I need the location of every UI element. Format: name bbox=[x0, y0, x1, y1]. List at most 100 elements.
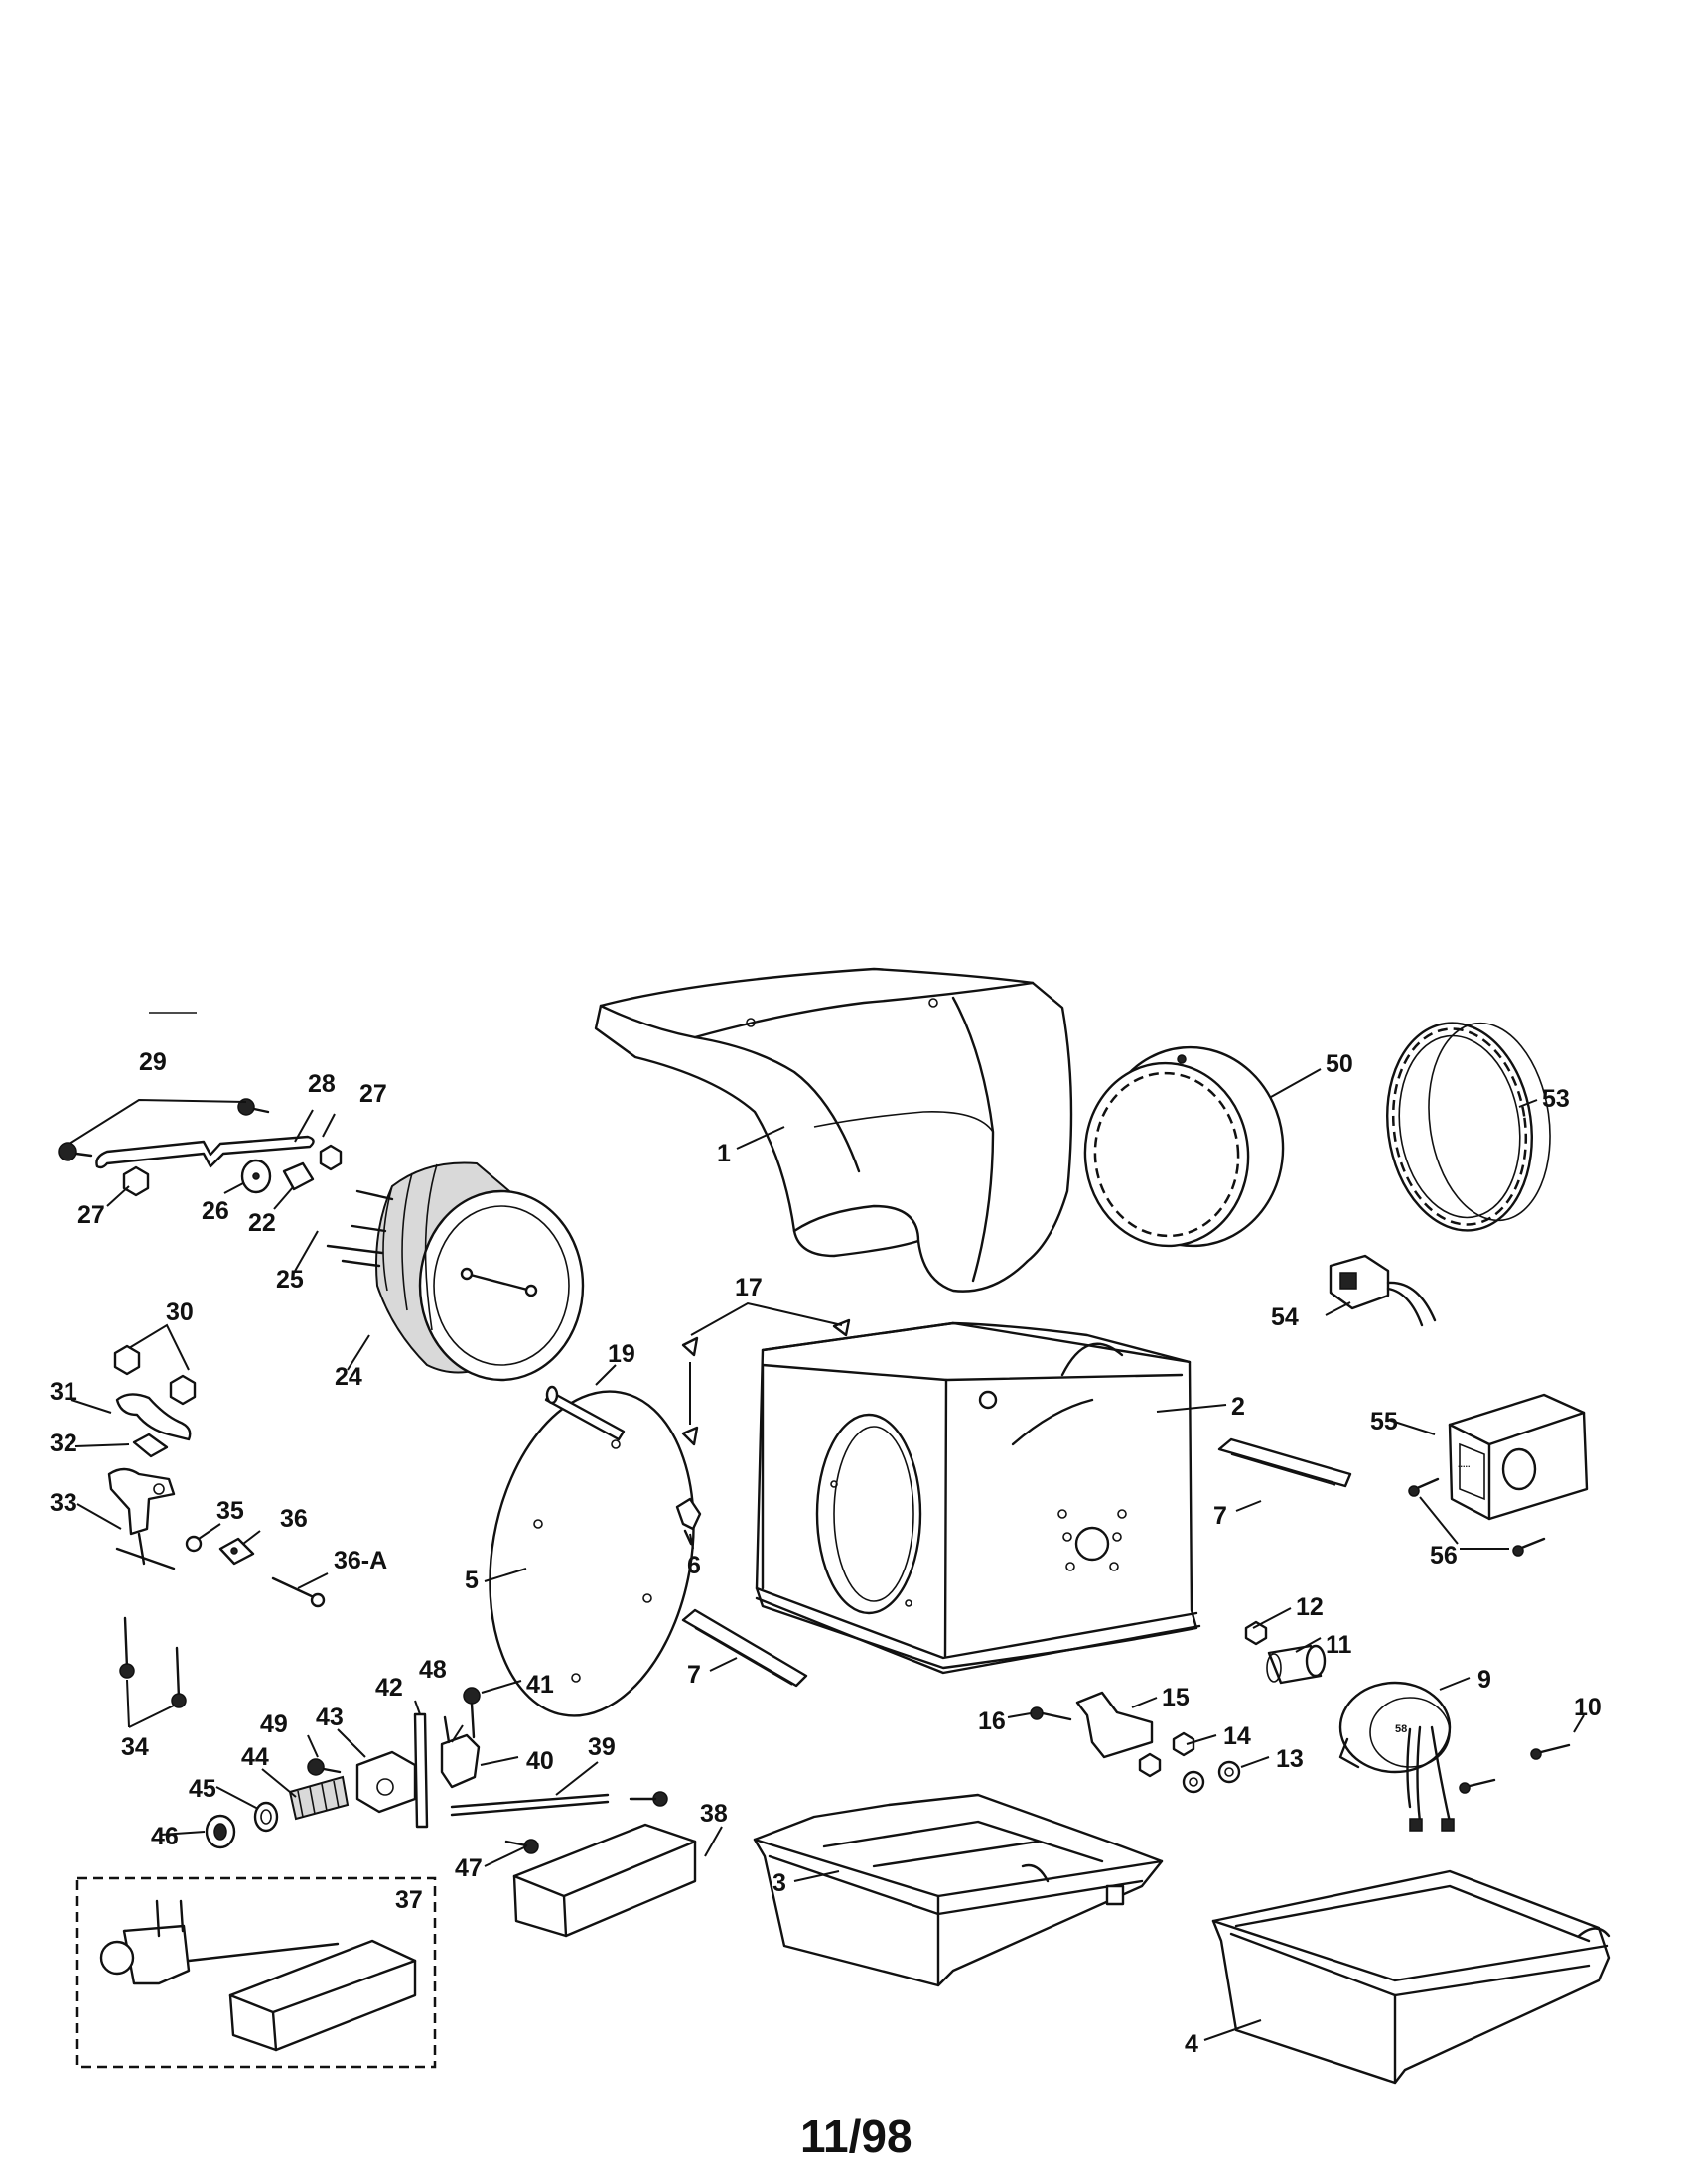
callout-50: 50 bbox=[1326, 1050, 1353, 1078]
callout-labels: 1 2 3 4 5 6 7 7 9 10 11 12 13 14 15 16 1… bbox=[50, 1048, 1602, 2058]
part-47-screw bbox=[504, 1839, 539, 1854]
callout-29: 29 bbox=[139, 1048, 167, 1076]
part-39-rod bbox=[450, 1791, 668, 1817]
callout-14: 14 bbox=[1223, 1722, 1251, 1750]
part-13-grommets bbox=[1182, 1760, 1241, 1794]
part-46-nut bbox=[205, 1814, 236, 1849]
callout-55: 55 bbox=[1370, 1408, 1398, 1435]
part-17-clips bbox=[681, 1318, 851, 1446]
callout-42: 42 bbox=[375, 1674, 403, 1702]
part-45-ring bbox=[253, 1801, 279, 1833]
part-29-screws bbox=[58, 1098, 270, 1161]
callout-13: 13 bbox=[1276, 1745, 1304, 1773]
callout-11: 11 bbox=[1326, 1631, 1352, 1659]
part-22-clip bbox=[282, 1161, 315, 1191]
callout-46: 46 bbox=[151, 1823, 179, 1850]
part-14-nuts bbox=[1138, 1731, 1195, 1778]
part-33-valve-assembly bbox=[107, 1467, 176, 1570]
part-11-capacitor bbox=[1266, 1644, 1327, 1685]
callout-53: 53 bbox=[1542, 1085, 1570, 1113]
part-36-block bbox=[218, 1537, 255, 1566]
part-40-bracket bbox=[440, 1733, 481, 1789]
callout-6: 6 bbox=[687, 1552, 701, 1579]
part-7-rail-right bbox=[1217, 1437, 1352, 1488]
callout-56: 56 bbox=[1430, 1542, 1458, 1570]
callout-1: 1 bbox=[717, 1140, 731, 1167]
date-code: 11/98 bbox=[800, 2111, 912, 2162]
part-27-nuts bbox=[122, 1144, 343, 1197]
callout-38: 38 bbox=[700, 1800, 728, 1828]
callout-25: 25 bbox=[276, 1266, 304, 1294]
leader-lines bbox=[69, 1068, 1585, 2041]
callout-2: 2 bbox=[1231, 1393, 1245, 1421]
part-16-screw bbox=[1030, 1706, 1072, 1721]
part-32-plate bbox=[132, 1433, 169, 1458]
callout-12: 12 bbox=[1296, 1593, 1324, 1621]
part-3-base-pan bbox=[753, 1793, 1164, 1987]
callout-7-right: 7 bbox=[1213, 1502, 1227, 1530]
part-38-insulation-block bbox=[512, 1823, 697, 1938]
callout-22: 22 bbox=[248, 1209, 276, 1237]
part-15-bracket bbox=[1075, 1691, 1154, 1759]
part-48-pin bbox=[443, 1715, 451, 1744]
part-30-nuts bbox=[113, 1344, 197, 1406]
callout-10: 10 bbox=[1574, 1694, 1602, 1721]
callout-31: 31 bbox=[50, 1378, 77, 1406]
callout-48: 48 bbox=[419, 1656, 447, 1684]
callout-28: 28 bbox=[308, 1070, 336, 1098]
callout-45: 45 bbox=[189, 1775, 216, 1803]
part-6-clip bbox=[675, 1497, 702, 1546]
part-12-nut bbox=[1244, 1620, 1268, 1646]
callout-44: 44 bbox=[241, 1743, 269, 1771]
part-1-top-cover bbox=[594, 967, 1073, 1293]
part-55-control-box: ..... bbox=[1448, 1393, 1589, 1521]
callout-41: 41 bbox=[526, 1671, 554, 1699]
part-53-ring bbox=[1386, 1022, 1551, 1232]
part-4-drain-pan bbox=[1211, 1869, 1611, 2085]
part-50-collar bbox=[1083, 1045, 1285, 1248]
callout-43: 43 bbox=[316, 1704, 344, 1731]
part-56-screws bbox=[1408, 1477, 1546, 1557]
part-26-washer bbox=[240, 1159, 272, 1194]
callout-33: 33 bbox=[50, 1489, 77, 1517]
callout-9: 9 bbox=[1477, 1666, 1491, 1694]
callout-24: 24 bbox=[335, 1363, 362, 1391]
callout-16: 16 bbox=[978, 1707, 1006, 1735]
part-24-blower-wheel bbox=[375, 1161, 585, 1382]
part-43-block bbox=[355, 1750, 417, 1814]
callout-19: 19 bbox=[608, 1340, 635, 1368]
callout-47: 47 bbox=[455, 1854, 483, 1882]
part-54-switch bbox=[1329, 1254, 1437, 1327]
callout-54: 54 bbox=[1271, 1303, 1299, 1331]
part-31-strap bbox=[115, 1393, 192, 1441]
callout-36: 36 bbox=[280, 1505, 308, 1533]
callout-37: 37 bbox=[395, 1886, 423, 1914]
callout-5: 5 bbox=[465, 1567, 479, 1594]
part-49-grommet bbox=[307, 1758, 342, 1776]
callout-26: 26 bbox=[202, 1197, 229, 1225]
svg-text:58: 58 bbox=[1395, 1723, 1407, 1735]
callout-17: 17 bbox=[735, 1274, 763, 1301]
part-10-screws bbox=[1459, 1743, 1571, 1794]
part-5-access-plate bbox=[489, 1390, 695, 1717]
part-9-motor: 58 bbox=[1338, 1681, 1455, 1832]
callout-36a: 36-A bbox=[334, 1547, 387, 1574]
svg-text:.....: ..... bbox=[1458, 1459, 1471, 1469]
callout-27-right: 27 bbox=[359, 1080, 387, 1108]
part-7-rail-left bbox=[681, 1608, 808, 1688]
callout-39: 39 bbox=[588, 1733, 616, 1761]
part-42-shaft bbox=[413, 1712, 429, 1829]
part-25-hub-pins bbox=[326, 1189, 394, 1268]
part-34-bolts bbox=[119, 1616, 187, 1708]
callout-15: 15 bbox=[1162, 1684, 1190, 1711]
part-28-link-rod bbox=[95, 1135, 315, 1169]
callout-34: 34 bbox=[121, 1733, 149, 1761]
part-2-cabinet bbox=[755, 1321, 1201, 1675]
callout-40: 40 bbox=[526, 1747, 554, 1775]
callout-30: 30 bbox=[166, 1298, 194, 1326]
callout-7-left: 7 bbox=[687, 1661, 701, 1689]
part-44-spring bbox=[288, 1775, 350, 1821]
part-19-shaft bbox=[544, 1385, 626, 1441]
callout-35: 35 bbox=[216, 1497, 244, 1525]
